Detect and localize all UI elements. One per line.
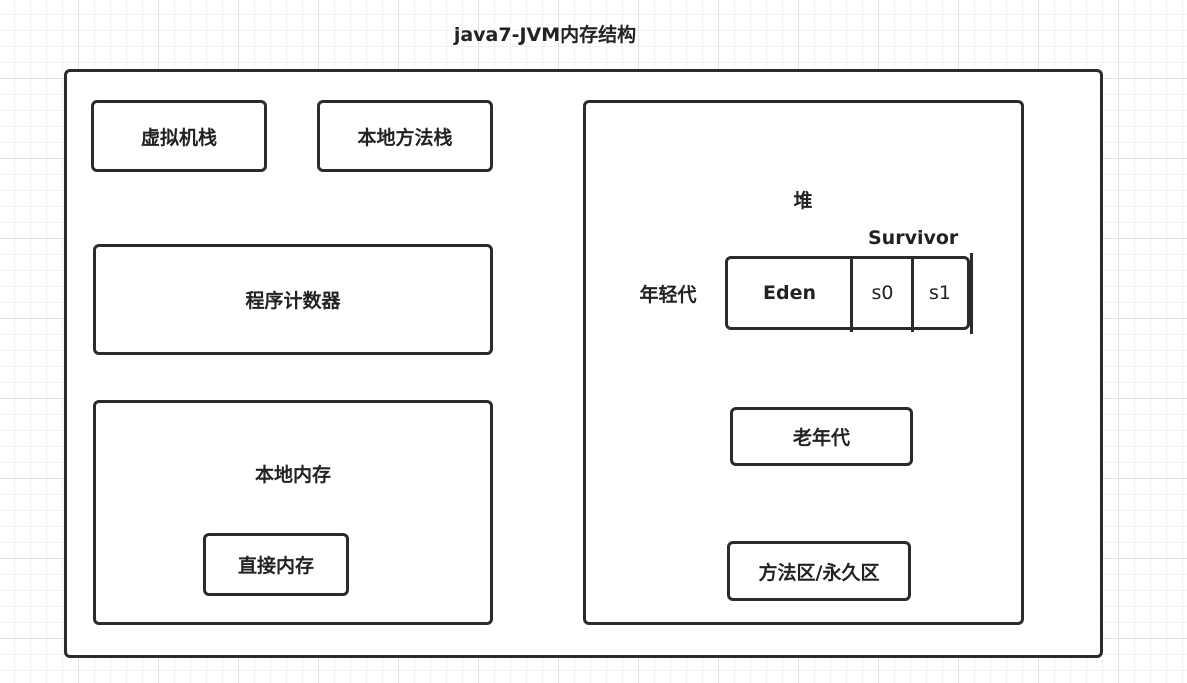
native-memory-label: 本地内存	[254, 463, 331, 486]
s0-cell: s0	[871, 282, 894, 304]
eden-cell: Eden	[763, 282, 816, 304]
program-counter-box: 程序计数器	[93, 244, 493, 355]
young-gen-label: 年轻代	[639, 283, 697, 306]
s0-s1-divider	[911, 256, 914, 332]
old-gen-box: 老年代	[730, 407, 913, 466]
native-method-stack-box: 本地方法栈	[317, 100, 493, 172]
method-area-box: 方法区/永久区	[727, 541, 911, 601]
direct-memory-box: 直接内存	[203, 533, 349, 596]
diagram-title: java7-JVM内存结构	[453, 23, 637, 46]
vm-stack-box: 虚拟机栈	[91, 100, 267, 172]
eden-s0-divider	[850, 256, 853, 332]
young-gen-box	[725, 256, 970, 330]
s1-cell: s1	[929, 282, 951, 304]
heap-box	[583, 100, 1024, 625]
heap-label: 堆	[793, 189, 813, 212]
survivor-label: Survivor	[868, 227, 959, 249]
s1-right-edge	[970, 253, 973, 334]
